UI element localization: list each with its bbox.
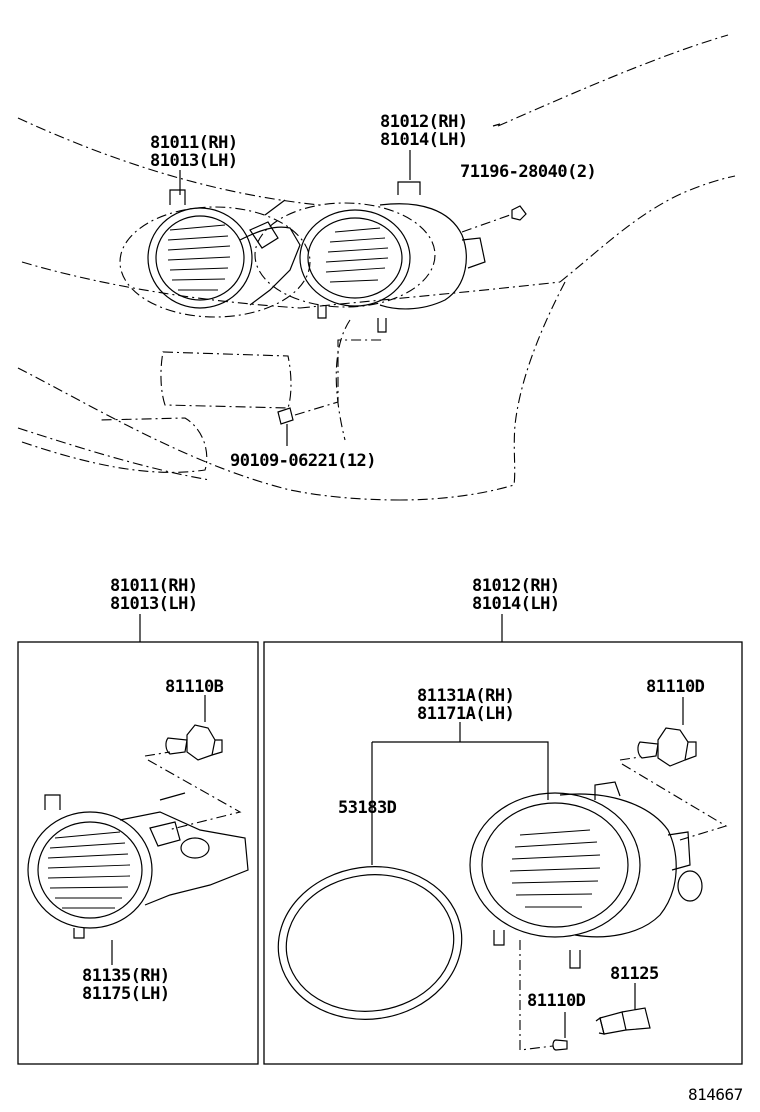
label-top-81014-lh: 81014(LH) [380, 130, 468, 150]
label-81110d-bulb: 81110D [646, 677, 705, 697]
top-fog-lamp [119, 189, 311, 318]
label-81175-lh: 81175(LH) [82, 984, 170, 1004]
right-detail-box [263, 641, 743, 1065]
left-box-title-rh: 81011(RH) [110, 576, 198, 596]
right-head-lamp-assembly [469, 781, 703, 969]
label-81131a-rh: 81131A(RH) [417, 686, 514, 706]
label-top-81011-rh: 81011(RH) [150, 133, 238, 153]
label-screw-90109: 90109-06221(12) [230, 451, 376, 471]
left-box-title-lh: 81013(LH) [110, 594, 198, 614]
right-box-title-lh: 81014(LH) [472, 594, 560, 614]
left-detail-box [17, 641, 259, 1065]
gasket-53183d [277, 866, 463, 1020]
label-screw-71196: 71196-28040(2) [460, 162, 596, 182]
left-bulb-81110b [165, 695, 223, 761]
label-81171a-lh: 81171A(LH) [417, 704, 514, 724]
vehicle-body-outline [17, 34, 736, 501]
right-bulb-81110d [637, 697, 697, 767]
label-81110d-small: 81110D [527, 991, 586, 1011]
socket-81125 [595, 1007, 651, 1035]
label-top-81013-lh: 81013(LH) [150, 151, 238, 171]
label-53183d: 53183D [338, 798, 397, 818]
right-box-title-rh: 81012(RH) [472, 576, 560, 596]
top-screw [277, 339, 382, 446]
left-fog-lamp-assembly [27, 792, 249, 939]
label-81125: 81125 [610, 964, 659, 984]
label-81110b: 81110B [165, 677, 224, 697]
label-top-81012-rh: 81012(RH) [380, 112, 468, 132]
label-81135-rh: 81135(RH) [82, 966, 170, 986]
small-bulb-81110d [552, 1039, 568, 1051]
figure-number: 814667 [688, 1085, 743, 1104]
top-head-lamp [254, 181, 527, 333]
